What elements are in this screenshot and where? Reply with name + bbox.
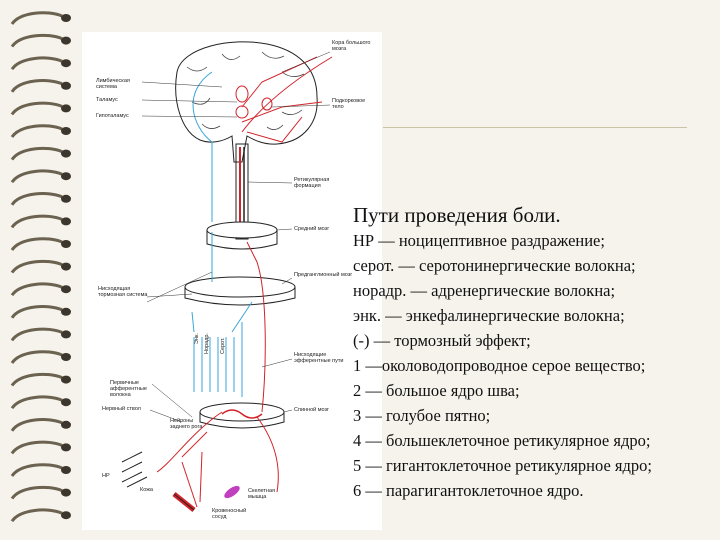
legend: Пути проведения боли. НР — ноцицептивное… — [353, 202, 698, 503]
spiral-ring — [12, 148, 62, 159]
label-midbrain: Средний мозг — [294, 226, 354, 232]
spiral-hole — [61, 59, 71, 67]
skeletal-muscle — [222, 484, 241, 501]
spiral-hole — [61, 285, 71, 293]
legend-line: 4 — большеклеточное ретикулярное ядро; — [353, 428, 698, 453]
spiral-ring — [12, 487, 62, 498]
spiral-hole — [61, 104, 71, 112]
spiral-ring — [12, 194, 62, 205]
label-lateral-body: Подкорковое тело — [332, 98, 378, 110]
spiral-ring — [12, 216, 62, 227]
spiral-ring — [12, 442, 62, 453]
label-fiber-serot: Серот. — [220, 338, 226, 354]
divider-line — [383, 127, 687, 128]
spiral-hole — [61, 489, 71, 497]
label-hypothalamus: Гипоталамус — [96, 113, 142, 119]
spiral-ring — [12, 329, 62, 340]
legend-line: 1 —околоводопроводное серое вещество; — [353, 353, 698, 378]
label-preganglionic: Предганглионный мозг — [294, 272, 354, 278]
spiral-hole — [61, 398, 71, 406]
spiral-ring — [12, 374, 62, 385]
spiral-hole — [61, 82, 71, 90]
spiral-binding — [0, 0, 80, 540]
spiral-ring — [12, 352, 62, 363]
label-muscle: Скелетная мышца — [248, 488, 288, 500]
legend-line: норадр. — адренергические волокна; — [353, 278, 698, 303]
spiral-hole — [61, 263, 71, 271]
label-spinal-nerve: Нервный ствол — [102, 406, 152, 412]
label-skin: Кожа — [140, 487, 170, 493]
spiral-ring — [12, 171, 62, 182]
label-primary-afferent: Первичные афферентные волокна — [110, 380, 160, 398]
spiral-ring — [12, 239, 62, 250]
skin-receptors — [122, 452, 147, 487]
label-spinal-root: Нейроны заднего рога — [170, 418, 210, 430]
legend-line: энк. — энкефалинергические волокна; — [353, 303, 698, 328]
legend-line: 5 — гигантоклеточное ретикулярное ядро; — [353, 453, 698, 478]
label-spinal-cord: Спинной мозг — [294, 407, 354, 413]
spiral-hole — [61, 172, 71, 180]
spiral-hole — [61, 127, 71, 135]
spiral-ring — [12, 397, 62, 408]
spiral-ring — [12, 307, 62, 318]
spiral-hole — [61, 217, 71, 225]
label-fiber-enk: Энк. — [194, 333, 200, 344]
spiral-hole — [61, 421, 71, 429]
spiral-ring — [12, 103, 62, 114]
brain-gyri — [187, 52, 304, 130]
label-limbic: Лимбическая система — [96, 78, 142, 90]
spiral-ring — [12, 81, 62, 92]
spiral-ring — [12, 58, 62, 69]
legend-line: 6 — парагигантоклеточное ядро. — [353, 478, 698, 503]
label-descending-efferent: Нисходящие эфферентные пути — [294, 352, 354, 364]
spiral-ring — [12, 13, 62, 24]
legend-line: НР — ноцицептивное раздражение; — [353, 228, 698, 253]
spiral-hole — [61, 150, 71, 158]
legend-line: (-) — тормозный эффект; — [353, 328, 698, 353]
legend-title: Пути проведения боли. — [353, 202, 698, 228]
label-descending-system: Нисходящая тормозная система — [98, 286, 148, 298]
spiral-ring — [12, 510, 62, 521]
spiral-hole — [61, 511, 71, 519]
label-reticular: Ретикулярная формация — [294, 177, 354, 189]
midbrain-slab — [207, 222, 277, 238]
label-fiber-noradr: Норадр. — [204, 333, 210, 354]
legend-line: 3 — голубое пятно; — [353, 403, 698, 428]
spiral-ring — [12, 284, 62, 295]
legend-line: 2 — большое ядро шва; — [353, 378, 698, 403]
spiral-hole — [61, 195, 71, 203]
medulla-slab — [185, 277, 295, 297]
spiral-hole — [61, 443, 71, 451]
spiral-hole — [61, 308, 71, 316]
legend-line: серот. — серотонинергические волокна; — [353, 253, 698, 278]
spiral-ring — [12, 465, 62, 476]
spiral-hole — [61, 37, 71, 45]
spiral-hole — [61, 240, 71, 248]
label-thalamus: Таламус — [96, 97, 142, 103]
spiral-ring — [12, 420, 62, 431]
spiral-hole — [61, 330, 71, 338]
spiral-ring — [12, 261, 62, 272]
spiral-hole — [61, 466, 71, 474]
label-vessel: Кровеносный сосуд — [212, 508, 258, 520]
spiral-ring — [12, 35, 62, 46]
spiral-hole — [61, 353, 71, 361]
label-cortex: Кора большого мозга — [332, 40, 378, 52]
spiral-hole — [61, 14, 71, 22]
spiral-ring — [12, 126, 62, 137]
pain-pathway-diagram: Кора большого мозга Лимбическая система … — [82, 32, 382, 530]
label-nr: НР — [102, 473, 116, 479]
spiral-hole — [61, 376, 71, 384]
